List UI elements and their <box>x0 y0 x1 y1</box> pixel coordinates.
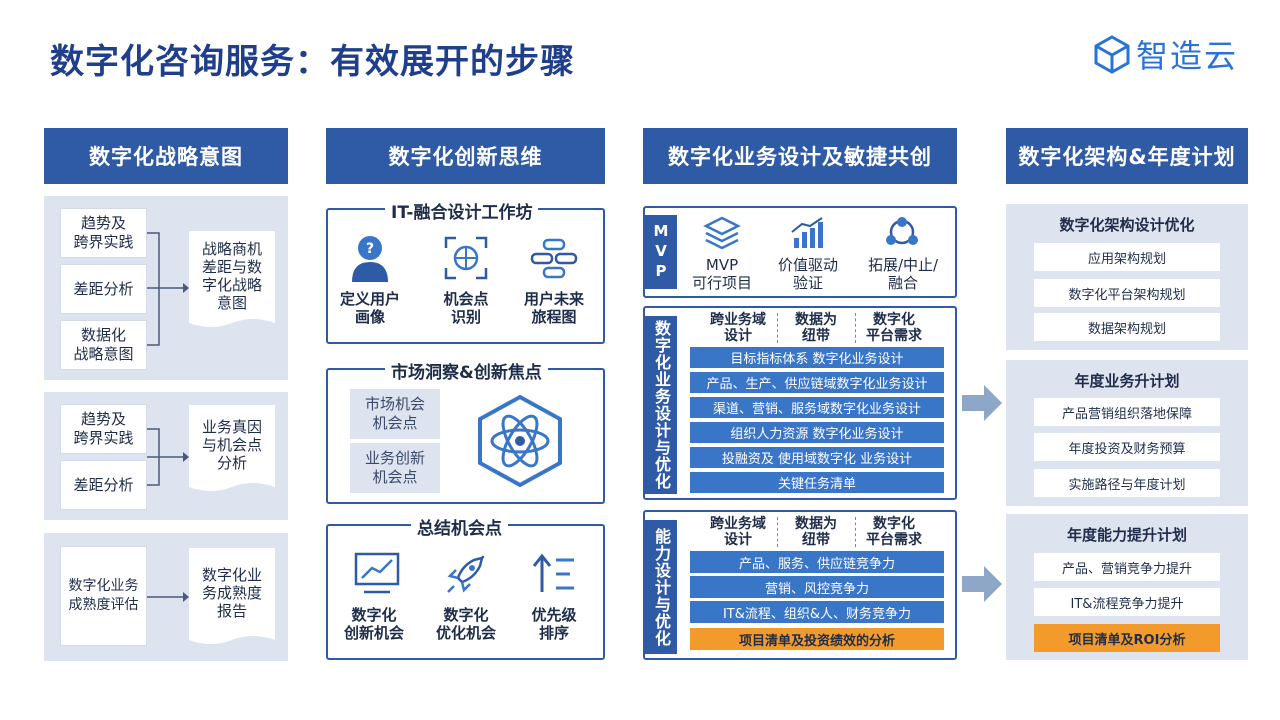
cube-logo-icon <box>1094 35 1130 74</box>
col1-g1-input-2: 差距分析 <box>60 264 147 314</box>
col2-p3-label-2: 数字化 优化机会 <box>435 606 496 642</box>
col4-s2-item-1: 产品营销组织落地保障 <box>1034 398 1220 426</box>
col3-cap-tab: 能力设计与优化 <box>645 520 677 654</box>
svg-text:?: ? <box>366 241 374 257</box>
user-persona-icon: ? <box>352 236 388 282</box>
col2-p1-label-3: 用户未来 旅程图 <box>523 290 584 326</box>
col1-g1-input-1: 趋势及 跨界实践 <box>60 208 147 258</box>
col1-g3-input-1: 数字化业务 成熟度评估 <box>60 546 147 646</box>
col3-biz-bar-4: 组织人力资源 数字化业务设计 <box>690 422 944 443</box>
col4-s3-item-2: IT&流程竞争力提升 <box>1034 588 1220 616</box>
col2-p1-label-2: 机会点 识别 <box>443 290 489 326</box>
col2-panel2-title: 市场洞察&创新焦点 <box>385 358 548 383</box>
biz-tab-label: 数字化业务设计与优化 <box>652 320 671 490</box>
col4-s2-item-3: 实施路径与年度计划 <box>1034 469 1220 497</box>
col4-s1-item-1: 应用架构规划 <box>1034 243 1220 271</box>
page-title: 数字化咨询服务：有效展开的步骤 <box>50 42 575 82</box>
col2-p2-box-2: 业务创新 机会点 <box>350 443 440 493</box>
col1-g1-bracket-arrow <box>147 232 189 346</box>
col3-biz-tab: 数字化业务设计与优化 <box>645 316 677 494</box>
col3-biz-sep-1 <box>777 313 778 343</box>
col1-g1-doc-shape <box>189 231 275 327</box>
col2-p1-label-1: 定义用户 画像 <box>339 290 400 326</box>
col3-mvp-label-2: 价值驱动 验证 <box>777 256 838 292</box>
col3-biz-sep-2 <box>855 313 856 343</box>
opportunity-scan-icon <box>444 236 488 280</box>
col3-cap-head-3: 数字化 平台需求 <box>866 516 922 548</box>
col4-s1-title: 数字化架构设计优化 <box>1059 216 1195 234</box>
cap-tab-label: 能力设计与优化 <box>652 527 671 647</box>
col2-header: 数字化创新思维 <box>326 128 605 184</box>
col2-p3-label-1: 数字化 创新机会 <box>343 606 404 642</box>
col1-header: 数字化战略意图 <box>44 128 288 184</box>
value-growth-icon <box>791 217 823 248</box>
mvp-tab-label: MVP <box>652 222 670 282</box>
logo-text: 智造云 <box>1136 37 1239 75</box>
col3-header: 数字化业务设计及敏捷共创 <box>643 128 957 184</box>
col3-biz-bar-5: 投融资及 使用域数字化 业务设计 <box>690 447 944 468</box>
expand-network-icon <box>886 217 918 245</box>
col4-s1-item-3: 数据架构规划 <box>1034 313 1220 341</box>
col3-biz-bar-6: 关键任务清单 <box>690 472 944 493</box>
col1-g1-input-3: 数据化 战略意图 <box>60 320 147 370</box>
col3-cap-bar-1: 产品、服务、供应链竞争力 <box>690 551 944 573</box>
col3-biz-head-2: 数据为 纽带 <box>795 312 837 344</box>
col3-cap-head-1: 跨业务域 设计 <box>710 516 766 548</box>
col4-s2-title: 年度业务升计划 <box>1074 372 1180 390</box>
brand-logo: 智造云 <box>1094 34 1244 75</box>
col3-biz-bar-1: 目标指标体系 数字化业务设计 <box>690 347 944 368</box>
col3-cap-bar-2: 营销、风控竞争力 <box>690 576 944 598</box>
col3-cap-bar-3: IT&流程、组织&人、财务竞争力 <box>690 601 944 623</box>
col2-p3-label-3: 优先级 排序 <box>531 606 577 642</box>
col2-panel3-title: 总结机会点 <box>411 514 508 539</box>
col3-biz-head-1: 跨业务域 设计 <box>710 312 766 344</box>
col4-s1-item-2: 数字化平台架构规划 <box>1034 279 1220 307</box>
col1-g2-output: 业务真因 与机会点 分析 <box>201 418 262 472</box>
col3-biz-bar-2: 产品、生产、供应链域数字化业务设计 <box>690 372 944 393</box>
col1-g1-output: 战略商机 差距与数 字化战略 意图 <box>201 240 262 312</box>
col3-cap-highlight: 项目清单及投资绩效的分析 <box>690 628 944 650</box>
col3-mvp-label-3: 拓展/中止/ 融合 <box>867 256 939 292</box>
col4-s2-item-2: 年度投资及财务预算 <box>1034 433 1220 461</box>
col1-g3-output: 数字化业 务成熟度 报告 <box>201 566 262 620</box>
innovation-atom-icon <box>478 394 562 488</box>
col1-g2-input-1: 趋势及 跨界实践 <box>60 404 147 454</box>
col2-panel1-title: IT-融合设计工作坊 <box>385 198 539 223</box>
layers-icon <box>703 216 741 250</box>
col3-biz-bar-3: 渠道、营销、服务域数字化业务设计 <box>690 397 944 418</box>
col3-biz-head-3: 数字化 平台需求 <box>866 312 922 344</box>
priority-sort-icon <box>532 553 574 592</box>
big-arrow-right-2 <box>962 566 1002 602</box>
col1-g3-doc-shape <box>189 548 275 644</box>
col4-s3-item-1: 产品、营销竞争力提升 <box>1034 553 1220 581</box>
col4-s3-title: 年度能力提升计划 <box>1066 526 1187 544</box>
col2-p2-box-1: 市场机会 机会点 <box>350 389 440 439</box>
big-arrow-right-1 <box>962 385 1002 421</box>
col3-mvp-tab: MVP <box>645 215 677 289</box>
col1-g3-arrow <box>147 592 189 602</box>
rocket-icon <box>447 555 485 593</box>
col3-cap-sep-1 <box>777 517 778 547</box>
col3-cap-sep-2 <box>855 517 856 547</box>
col1-g2-doc-shape <box>189 405 275 491</box>
col1-g2-bracket-arrow <box>147 428 189 486</box>
col4-header: 数字化架构&年度计划 <box>1006 128 1248 184</box>
journey-map-icon <box>530 238 578 279</box>
innovation-chart-icon <box>354 552 400 594</box>
col3-cap-head-2: 数据为 纽带 <box>795 516 837 548</box>
col4-s3-highlight: 项目清单及ROI分析 <box>1034 624 1220 652</box>
col1-g2-input-2: 差距分析 <box>60 460 147 510</box>
col3-mvp-label-1: MVP 可行项目 <box>691 256 752 292</box>
